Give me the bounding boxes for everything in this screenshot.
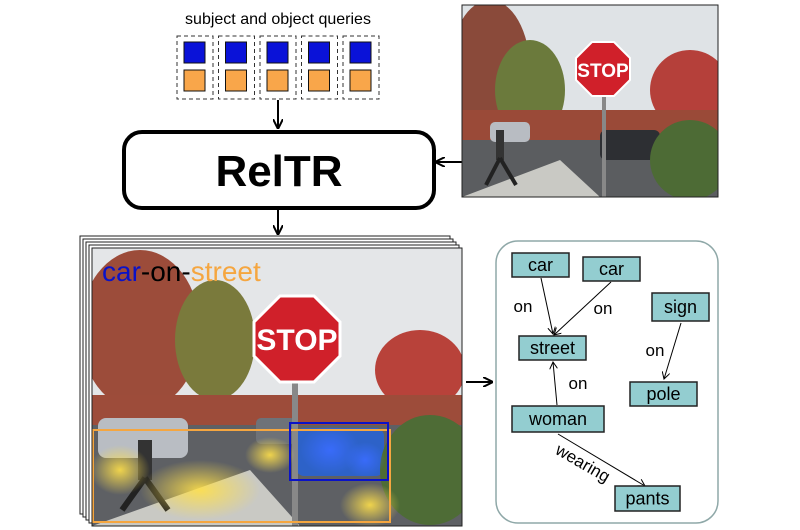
edge-label: on: [514, 297, 533, 316]
triplet-sep: -: [181, 256, 190, 287]
node-label: pole: [646, 384, 680, 404]
object-query-square: [349, 69, 372, 92]
object-query-square: [266, 69, 289, 92]
model-box: [122, 130, 436, 210]
edge-car1-street: [540, 277, 553, 334]
node-label: street: [530, 338, 575, 358]
node-pants: [614, 485, 681, 512]
subject-query-square: [308, 41, 330, 64]
node-woman: [511, 405, 605, 433]
triplet-sep: -: [141, 256, 150, 287]
query-group: [176, 35, 380, 100]
edge-car2-street: [554, 281, 612, 335]
stop-sign-text: STOP: [577, 61, 629, 82]
node-sign: [651, 292, 710, 322]
query-pair-box: [218, 35, 255, 100]
node-car1: [511, 252, 570, 278]
query-pair-box: [342, 35, 380, 100]
node-street: [518, 335, 587, 361]
node-label: sign: [664, 297, 697, 317]
subject-query-square: [183, 41, 206, 64]
node-label: car: [599, 259, 624, 279]
stop-sign-text-output: STOP: [256, 324, 337, 357]
edge-label: on: [594, 299, 613, 318]
triplet-predicate: on: [150, 256, 181, 287]
object-bounding-box: [92, 429, 391, 523]
object-query-square: [183, 69, 206, 92]
query-pair-box: [259, 35, 297, 100]
model-label: RelTR: [215, 147, 342, 196]
input-photo: STOP: [462, 5, 718, 197]
edge-sign-pole: [664, 322, 682, 379]
subject-query-square: [349, 41, 372, 64]
object-query-square: [225, 69, 247, 92]
triplet-object: street: [191, 256, 261, 287]
subject-query-square: [266, 41, 289, 64]
node-car2: [582, 256, 641, 282]
edge-label: on: [646, 341, 665, 360]
node-pole: [629, 381, 698, 407]
node-label: car: [528, 255, 553, 275]
triplet-subject: car: [102, 256, 141, 287]
edge-woman-street: [553, 362, 557, 406]
query-pair-box: [176, 35, 214, 100]
queries-label: subject and object queries: [185, 11, 371, 28]
edge-woman-pants: [557, 433, 645, 486]
subject-bounding-box: [289, 422, 389, 481]
triplet-label: car-on-street: [102, 256, 261, 287]
node-label: woman: [528, 409, 587, 429]
object-query-square: [308, 69, 330, 92]
query-pair-box: [301, 35, 338, 100]
node-label: pants: [625, 489, 669, 509]
edge-label: on: [569, 374, 588, 393]
output-photo: STOP: [92, 248, 462, 526]
subject-query-square: [225, 41, 247, 64]
